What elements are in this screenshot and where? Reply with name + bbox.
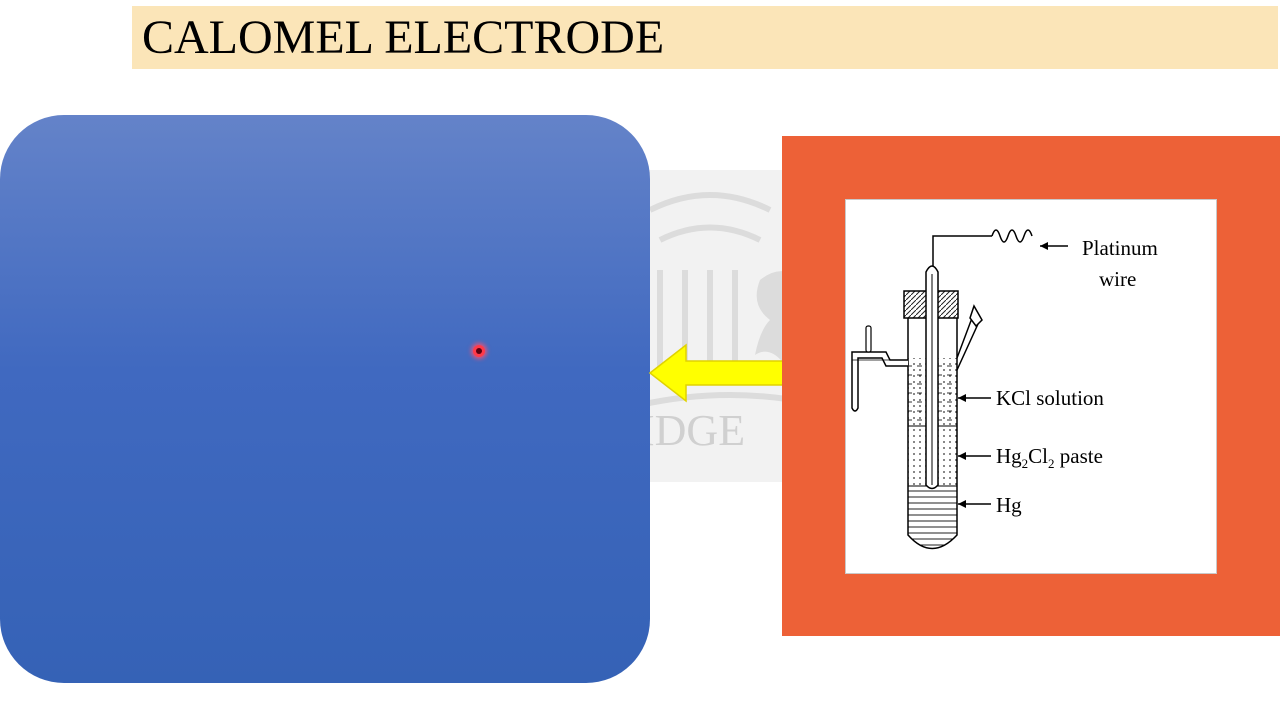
label-platinum-line2: wire: [1099, 267, 1137, 291]
side-arm: [851, 351, 908, 412]
pointer-arrow-platinum-icon: [1040, 242, 1048, 250]
side-arm-plug: [865, 325, 872, 353]
platinum-coil-icon: [991, 229, 1033, 243]
wire-lead: [932, 235, 992, 268]
label-kcl-solution: KCl solution: [996, 386, 1104, 410]
watermark-text: IDGE: [640, 406, 745, 455]
filling-cap: [969, 304, 983, 328]
diagram-frame: Platinum wire KCl solution Hg2Cl2 paste …: [782, 136, 1280, 636]
laser-pointer-dot: [473, 345, 485, 357]
outer-tube: [907, 318, 958, 550]
pointer-arrow-kcl-icon: [958, 394, 966, 402]
label-platinum-line1: Platinum: [1082, 236, 1158, 260]
calomel-electrode-diagram: Platinum wire KCl solution Hg2Cl2 paste …: [845, 199, 1217, 574]
label-hg2cl2-paste: Hg2Cl2 paste: [996, 444, 1103, 472]
blue-panel: [0, 115, 650, 683]
title-banner: CALOMEL ELECTRODE: [132, 6, 1278, 69]
pointer-arrow-paste-icon: [958, 452, 966, 460]
pointer-arrow-hg-icon: [958, 500, 966, 508]
label-hg: Hg: [996, 493, 1022, 517]
electrode-drawing: [851, 229, 1068, 550]
slide-title: CALOMEL ELECTRODE: [142, 11, 665, 64]
yellow-arrow-left-icon: [648, 343, 784, 403]
